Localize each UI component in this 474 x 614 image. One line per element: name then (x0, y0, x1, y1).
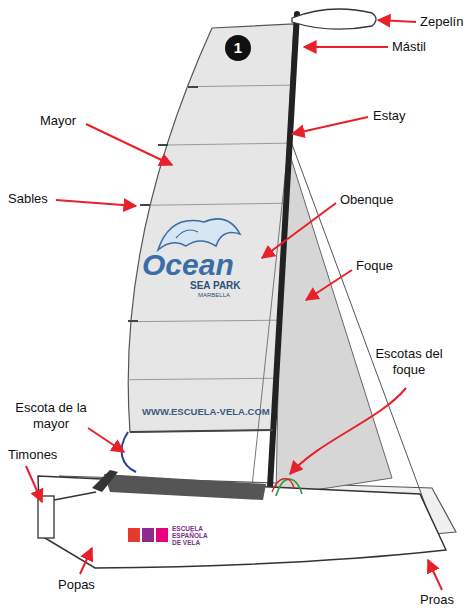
sail-seam (100, 378, 300, 380)
beam (92, 470, 118, 492)
jib-sail (276, 133, 392, 496)
jib-sheet (276, 479, 302, 496)
part-label: Mástil (392, 39, 426, 55)
logo-block (142, 528, 154, 542)
leader-arrow (304, 46, 388, 48)
part-label: Timones (8, 447, 57, 463)
battens (128, 87, 198, 321)
leader-arrow (428, 560, 442, 590)
wave-logo (158, 219, 240, 250)
web-address: WWW.ESCUELA-VELA.COM (142, 406, 270, 418)
leader-arrow (26, 466, 42, 502)
leader-arrow (80, 548, 92, 574)
leader-arrow (262, 203, 336, 258)
batten-end (140, 204, 150, 206)
zeppelin-float (292, 9, 376, 29)
batten-end (128, 320, 138, 322)
logo-text: ESCUELA ESPAÑOLA DE VELA (172, 526, 214, 546)
leader-arrow (290, 388, 406, 474)
leader-arrow (56, 200, 136, 206)
part-label: Sables (8, 191, 48, 207)
leader-arrow (292, 117, 368, 134)
part-label: Estay (373, 108, 406, 124)
boom (130, 430, 273, 432)
sail-seams (100, 85, 300, 380)
leader-arrow (86, 124, 172, 165)
part-label: Foque (356, 258, 393, 274)
part-label: Proas (420, 592, 454, 608)
logo-block (156, 528, 168, 542)
part-label: Escotas del foque (372, 346, 446, 379)
part-label: Popas (58, 577, 95, 593)
sail-seam (100, 85, 300, 88)
callout-number: 1 (228, 39, 248, 58)
trampoline (104, 474, 266, 500)
wave-logo (176, 230, 198, 238)
part-label: Mayor (40, 113, 76, 129)
batten-end (188, 86, 198, 88)
tiller (54, 492, 96, 500)
jib-sheet (272, 479, 294, 492)
part-label: Zepelín (420, 14, 463, 30)
forestay-line (286, 128, 428, 512)
sail-number-disc (225, 35, 251, 61)
leader-arrow (88, 428, 124, 452)
logo-text: SEA PARK (190, 280, 241, 293)
part-label: Obenque (340, 192, 394, 208)
logo-text: Ocean (142, 248, 234, 281)
batten-end (158, 144, 168, 146)
part-label: Escota de la mayor (12, 400, 90, 433)
mast (268, 14, 297, 522)
logo-text: MARBELLA (198, 292, 230, 300)
leader-arrow (378, 20, 416, 22)
leader-arrow (306, 270, 352, 300)
rudder (38, 496, 54, 538)
leader-arrows (26, 20, 442, 590)
logo-block (128, 528, 140, 542)
